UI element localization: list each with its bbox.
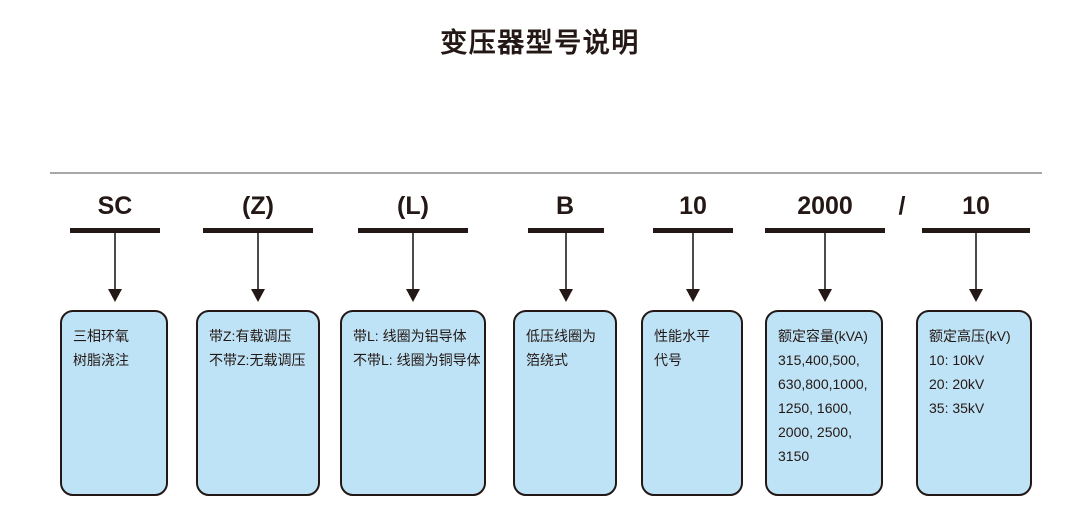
arrow-head-3 [406, 289, 420, 302]
arrow-stem-6 [824, 233, 826, 295]
arrow-stem-4 [565, 233, 567, 295]
description-line: 性能水平 [654, 328, 710, 344]
code-label-2: (Z) [242, 192, 274, 220]
description-box-5: 性能水平 代号 [641, 310, 743, 496]
description-line: 低压线圈为 [526, 328, 596, 344]
description-line: 35: 35kV [929, 400, 985, 416]
description-line: 树脂浇注 [73, 352, 129, 368]
description-line: 带Z:有载调压 [209, 328, 292, 344]
description-line: 额定高压(kV) [929, 328, 1011, 344]
description-line: 20: 20kV [929, 376, 985, 392]
arrow-head-1 [108, 289, 122, 302]
arrow-head-6 [818, 289, 832, 302]
arrow-stem-7 [975, 233, 977, 295]
description-line: 额定容量(kVA) [778, 328, 868, 344]
code-underline-4 [528, 228, 604, 233]
description-box-6: 额定容量(kVA) 315,400,500, 630,800,1000, 125… [765, 310, 883, 496]
code-underline-2 [203, 228, 313, 233]
description-line: 3150 [778, 448, 810, 464]
description-line: 1250, 1600, [778, 400, 852, 416]
code-underline-7 [922, 228, 1030, 233]
description-line: 2000, 2500, [778, 424, 852, 440]
code-underline-3 [358, 228, 468, 233]
description-line: 箔绕式 [526, 352, 568, 368]
code-label-4: B [555, 192, 575, 220]
description-line: 10: 10kV [929, 352, 985, 368]
description-box-1: 三相环氧 树脂浇注 [60, 310, 168, 496]
code-separator-slash: / [898, 192, 906, 220]
code-label-7: 10 [962, 192, 990, 220]
arrow-stem-3 [412, 233, 414, 295]
code-label-3: (L) [397, 192, 429, 220]
description-line: 代号 [654, 352, 682, 368]
code-label-5: 10 [679, 192, 707, 220]
arrow-stem-5 [692, 233, 694, 295]
description-line: 630,800,1000, [778, 376, 868, 392]
code-label-1: SC [97, 192, 133, 220]
arrow-stem-2 [257, 233, 259, 295]
arrow-head-7 [969, 289, 983, 302]
description-line: 不带L: 线圈为铜导体 [353, 352, 481, 368]
description-line: 不带Z:无载调压 [209, 352, 306, 368]
page-title: 变压器型号说明 [440, 28, 640, 58]
arrow-head-4 [559, 289, 573, 302]
description-line: 带L: 线圈为铝导体 [353, 328, 467, 344]
arrow-head-5 [686, 289, 700, 302]
code-underline-6 [765, 228, 885, 233]
description-line: 三相环氧 [73, 328, 129, 344]
arrow-stem-1 [114, 233, 116, 295]
header-divider [50, 172, 1042, 174]
description-box-4: 低压线圈为 箔绕式 [513, 310, 617, 496]
description-box-2: 带Z:有载调压 不带Z:无载调压 [196, 310, 320, 496]
description-box-3: 带L: 线圈为铝导体 不带L: 线圈为铜导体 [340, 310, 486, 496]
code-underline-1 [70, 228, 160, 233]
description-box-7: 额定高压(kV) 10: 10kV 20: 20kV 35: 35kV [916, 310, 1032, 496]
code-underline-5 [653, 228, 733, 233]
arrow-head-2 [251, 289, 265, 302]
description-line: 315,400,500, [778, 352, 860, 368]
code-label-6: 2000 [797, 192, 853, 220]
